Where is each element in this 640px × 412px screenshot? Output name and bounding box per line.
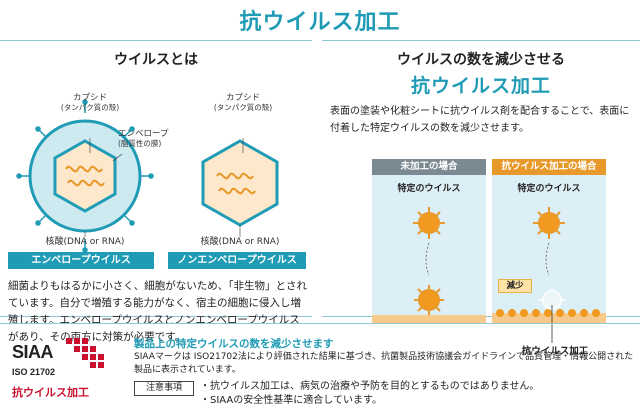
notice-badge: 注意事項 <box>134 381 194 396</box>
left-heading: ウイルスとは <box>114 52 198 68</box>
untreated-virus-label: 特定のウイルス <box>397 184 461 194</box>
siaa-brand: SIAA <box>12 342 54 362</box>
virus-explanation-panel: ウイルスとは カプシド (タンパク質の殻) エンベロープ (脂質性の膜) <box>0 40 312 343</box>
section-divider <box>0 323 640 324</box>
anti-virus-treatment-panel: ウイルスの数を減少させる 抗ウイルス加工 表面の塗装や化粧シートに抗ウイルス剤を… <box>322 40 640 357</box>
processing-label: 抗ウイルス加工 <box>521 346 589 357</box>
untreated-comparison-box: 未加工の場合 特定のウイルス <box>372 159 486 323</box>
enveloped-virus-illustration <box>16 99 279 253</box>
surface <box>372 315 486 323</box>
virus-icon <box>413 207 445 239</box>
envelope-sub-text: (脂質性の膜) <box>118 139 162 148</box>
siaa-mark-icon <box>66 338 104 368</box>
untreated-illustration <box>372 207 486 323</box>
nucleic-label-non-enveloped: 核酸(DNA or RNA) <box>200 237 280 247</box>
capsid-hexagon <box>53 139 117 213</box>
arrow-icon <box>545 242 550 276</box>
treated-comparison-box: 抗ウイルス加工の場合 特定のウイルス 減少 <box>492 159 606 323</box>
treated-illustration <box>492 207 606 323</box>
bottom-body-text: SIAAマークは ISO21702法により評価された結果に基づき、抗菌製品技術協… <box>134 352 634 375</box>
notice-item: ・SIAAの安全性基準に適合しています。 <box>200 395 382 406</box>
anti-virus-agent-particles <box>496 309 600 317</box>
arrow-icon <box>425 242 430 276</box>
reduce-label: 減少 <box>498 279 532 293</box>
leader-line <box>551 305 553 343</box>
virus-icon <box>414 285 444 315</box>
capsid-label-text-non-enveloped: カプシド <box>225 93 260 103</box>
envelope-label-text: エンベロープ <box>118 129 169 139</box>
nucleic-acid <box>65 165 105 187</box>
treated-virus-label: 特定のウイルス <box>517 184 581 194</box>
capsid-label-text: カプシド <box>72 93 107 103</box>
right-body-text: 表面の塗装や化粧シートに抗ウイルス剤を配合することで、表面に付着した特定ウイルス… <box>330 106 630 134</box>
notice-item: ・抗ウイルス加工は、病気の治療や予防を目的とするものではありません。 <box>200 381 540 392</box>
right-heading: 抗ウイルス加工 <box>410 75 551 97</box>
capsid-label: カプシド (タンパク質の殻) <box>55 93 125 113</box>
treated-surface <box>492 313 606 323</box>
non-enveloped-type-label: ノンエンベロープウイルス <box>168 252 306 269</box>
treated-header: 抗ウイルス加工の場合 <box>492 159 606 175</box>
siaa-iso: ISO 21702 <box>12 367 56 377</box>
notice-list: ・抗ウイルス加工は、病気の治療や予防を目的とするものではありません。 ・SIAA… <box>200 380 630 408</box>
envelope-label: エンベロープ (脂質性の膜) <box>118 129 198 149</box>
capsid-sub-text: (タンパク質の殻) <box>60 103 120 112</box>
right-subheading: ウイルスの数を減少させる <box>397 52 565 68</box>
untreated-header: 未加工の場合 <box>372 159 486 175</box>
page-title: 抗ウイルス加工 <box>239 10 401 35</box>
capsid-sub-text-non-enveloped: (タンパク質の殻) <box>213 103 273 112</box>
envelope-spikes <box>16 99 154 253</box>
capsid-hexagon-non-enveloped <box>201 139 279 227</box>
virus-icon <box>533 207 565 239</box>
capsid-label-non-enveloped: カプシド (タンパク質の殻) <box>208 93 278 113</box>
nucleic-acid-non-enveloped <box>216 172 256 195</box>
siaa-name: 抗ウイルス加工 <box>12 386 89 399</box>
enveloped-type-label: エンベロープウイルス <box>8 252 154 269</box>
nucleic-label: 核酸(DNA or RNA) <box>45 237 125 247</box>
bottom-title: 製品上の特定ウイルスの数を減少させます <box>134 338 334 350</box>
